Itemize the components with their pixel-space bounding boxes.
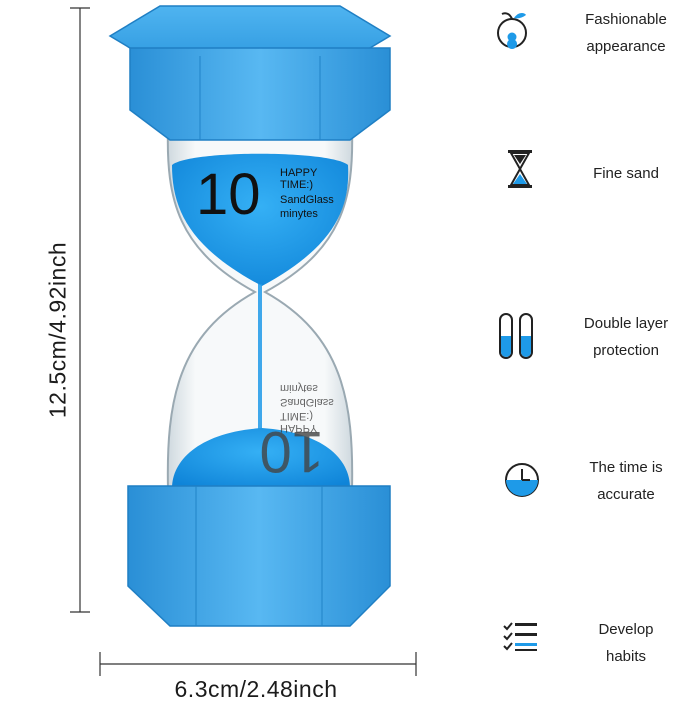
glass-number: 10 [196, 162, 261, 227]
upper-sand [172, 153, 349, 286]
checklist-icon [503, 622, 537, 651]
glass-line-reflection-1: HAPPY [280, 422, 318, 434]
glass-line-3: SandGlass [280, 194, 334, 206]
feature-develop-habits-line2: habits [605, 648, 647, 665]
glass-line-reflection-3: SandGlass [280, 396, 334, 408]
feature-double-layer-line1: Double layer [583, 315, 669, 332]
clock-icon [505, 463, 539, 497]
glass-line-1: HAPPY [280, 167, 318, 179]
feature-fashionable-line1: Fashionable [585, 11, 667, 28]
feature-double-layer: Double layer protection [490, 310, 700, 390]
feature-fine-sand-line1: Fine sand [593, 165, 659, 182]
glass-line-4: minytes [280, 208, 318, 220]
apple-icon [497, 12, 527, 49]
feature-fashionable-line2: appearance [586, 38, 666, 55]
glass-line-2: TIME:) [280, 179, 313, 191]
feature-develop-habits: Develop habits [490, 616, 700, 696]
feature-develop-habits-line1: Develop [598, 621, 654, 638]
feature-accurate-line2: accurate [597, 486, 655, 503]
top-cap-side [129, 47, 391, 141]
bottom-cap-side [127, 485, 391, 627]
glass-number-reflection: 10 [259, 419, 324, 484]
feature-accurate-line1: The time is [589, 459, 663, 476]
sand-stream [258, 284, 262, 434]
double-tube-icon [499, 313, 533, 359]
width-dimension-label: 6.3cm/2.48inch [174, 676, 338, 702]
feature-fashionable: Fashionable appearance [490, 6, 700, 86]
hourglass-icon [508, 150, 532, 188]
feature-double-layer-line2: protection [593, 342, 659, 359]
glass-line-reflection-2: TIME:) [280, 410, 313, 422]
lower-sand [172, 428, 350, 488]
feature-accurate: The time is accurate [490, 454, 700, 534]
feature-fine-sand: Fine sand [490, 146, 700, 226]
glass-line-reflection-4: minytes [280, 382, 318, 394]
